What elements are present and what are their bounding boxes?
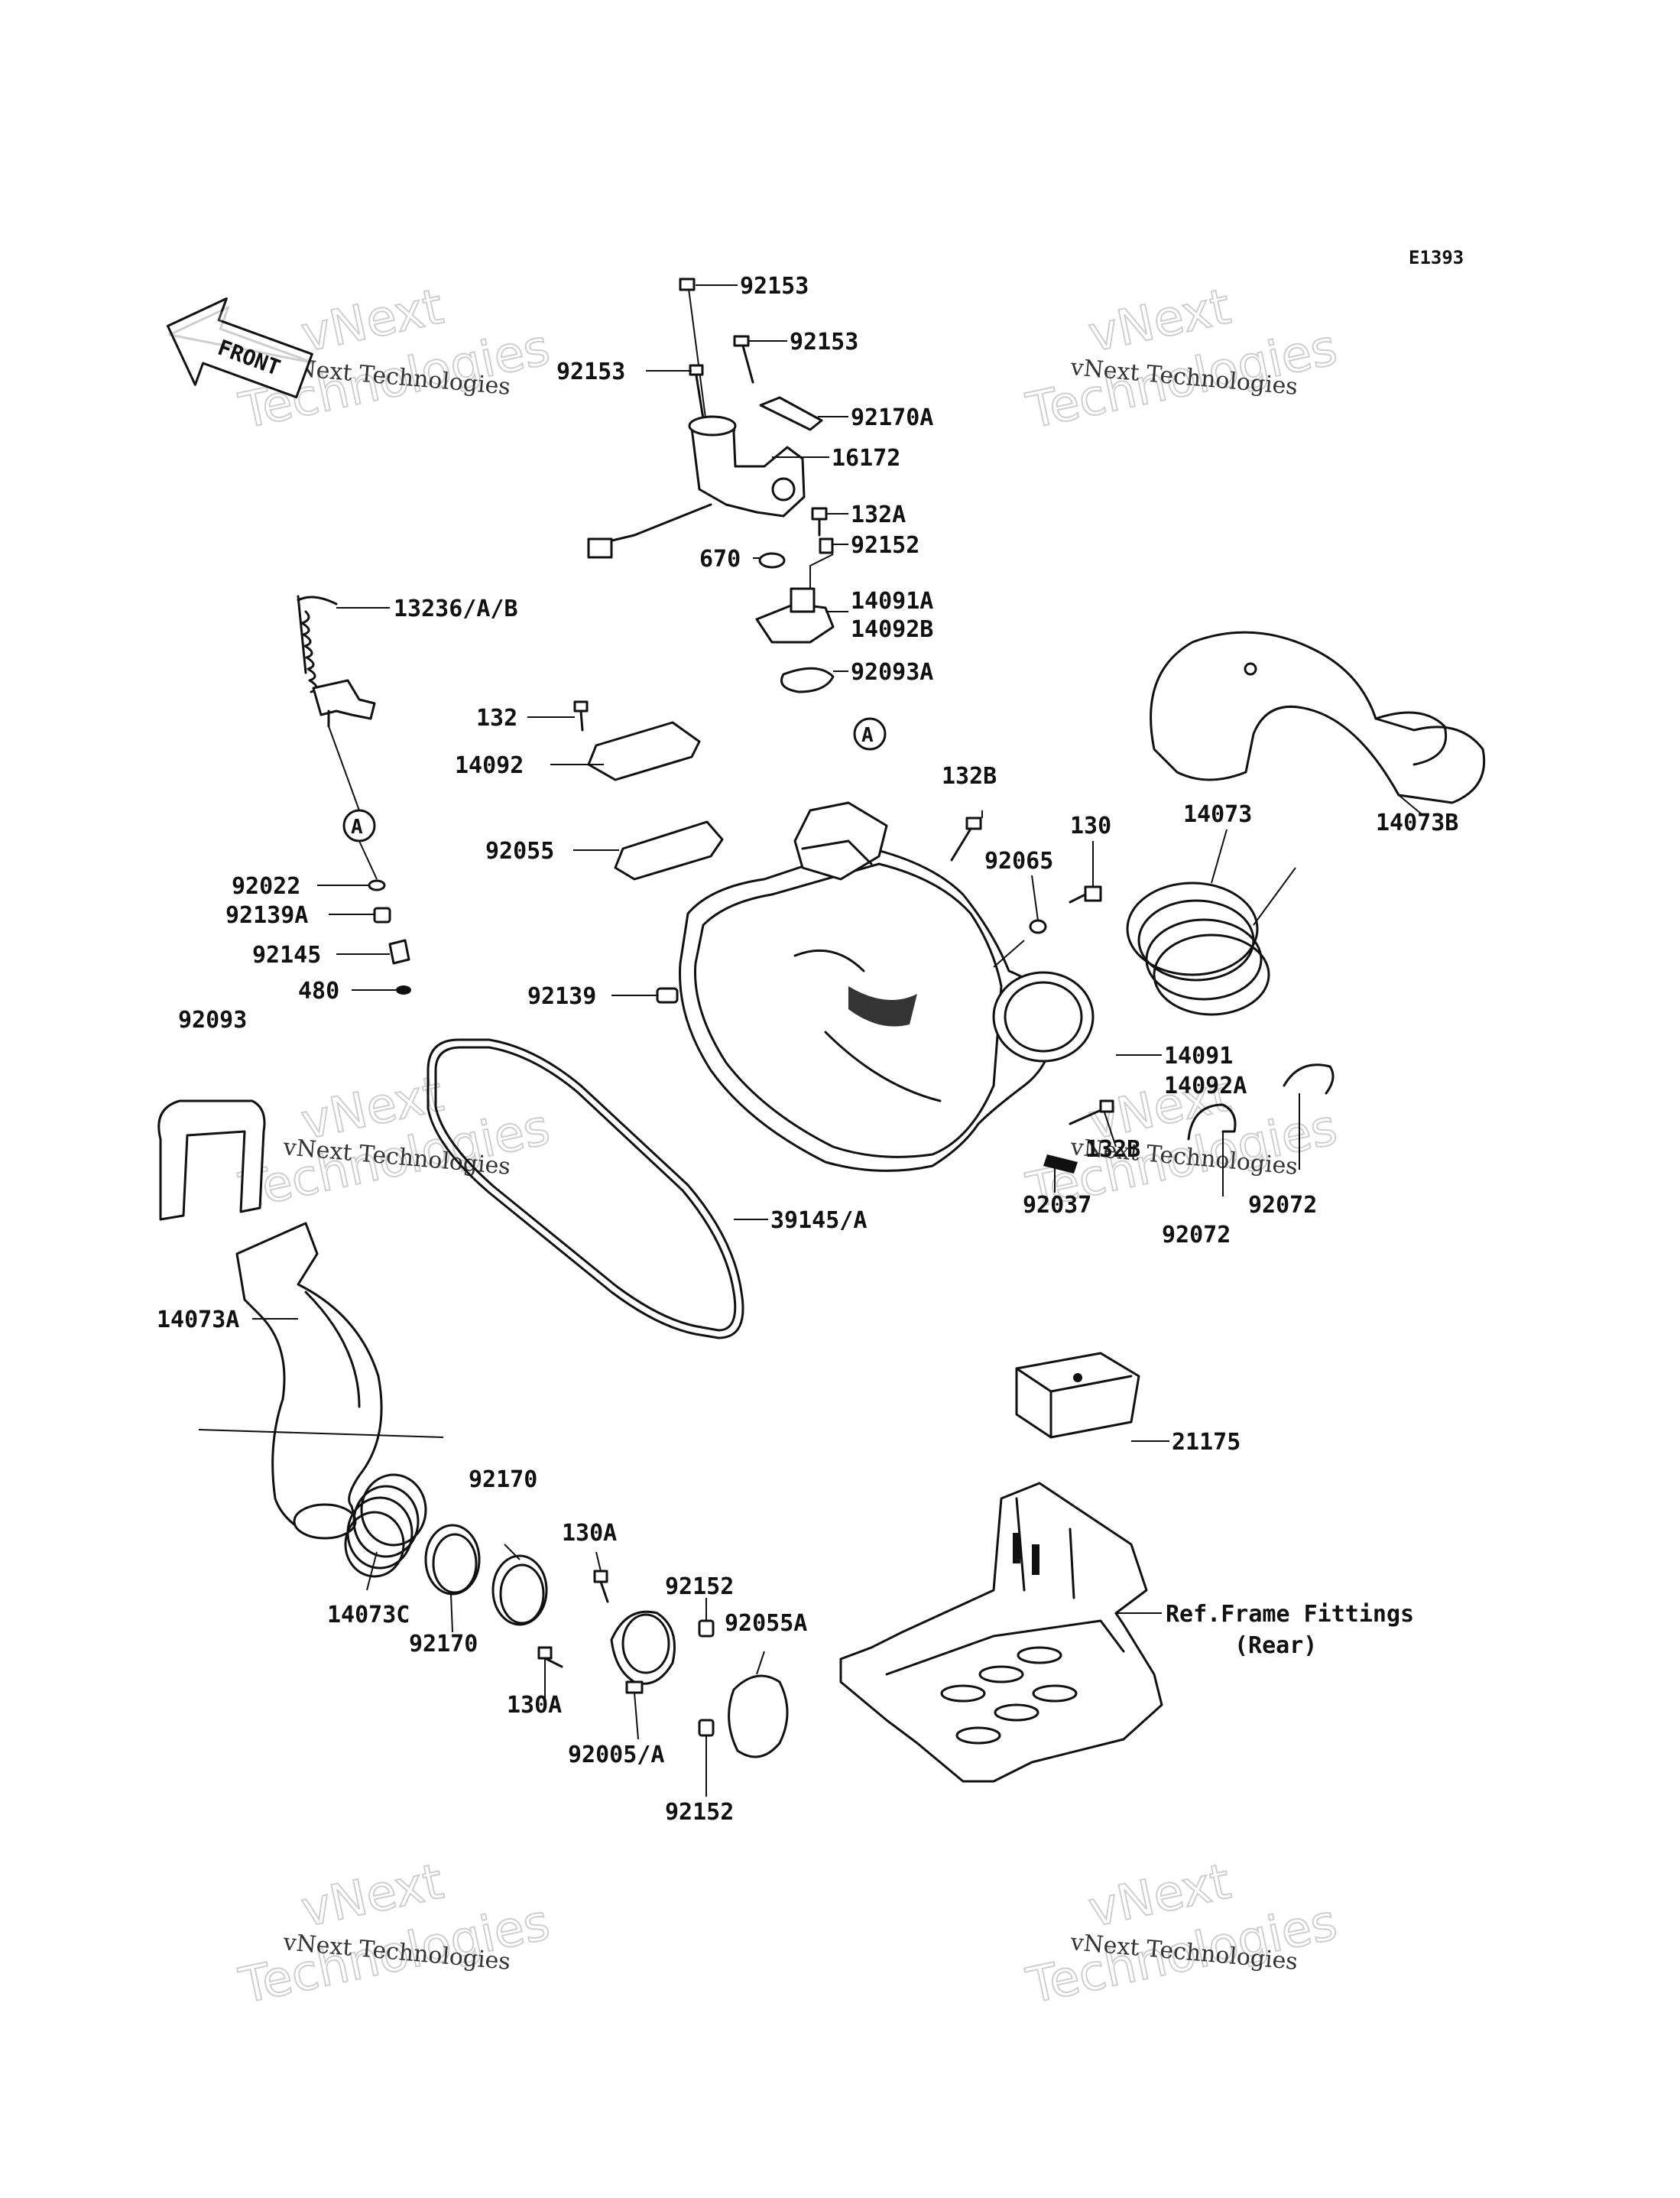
part-label: 92170A <box>851 404 933 431</box>
clip-92072-b <box>1283 1063 1335 1095</box>
leader-lines <box>198 284 1422 1797</box>
boot-14073c <box>344 1473 427 1578</box>
part-label: 14073C <box>327 1602 410 1628</box>
part-label: 92072 <box>1248 1192 1317 1219</box>
bolt-132 <box>573 700 589 732</box>
cover-14091a <box>755 554 835 644</box>
part-label: 130 <box>1070 813 1111 839</box>
ref-marker-a-left: A <box>342 809 376 843</box>
frame-fittings <box>839 1482 1163 1783</box>
washer-92022 <box>368 879 386 891</box>
part-label: 92072 <box>1162 1222 1231 1248</box>
part-label: 670 <box>699 546 741 573</box>
ref-marker-a-top: A <box>853 717 887 751</box>
part-label: 132B <box>942 763 997 790</box>
ref-label-sub: (Rear) <box>1234 1632 1317 1659</box>
part-label: 132A <box>851 502 906 528</box>
part-label: 92145 <box>252 942 321 969</box>
boot-14073 <box>1126 881 1270 1016</box>
part-label: 39145/A <box>770 1207 867 1234</box>
part-label: 92152 <box>665 1573 734 1600</box>
circlip-480 <box>396 985 411 995</box>
watermark-bottom-right: vNext Technologies vNext Technologies <box>1021 1852 1343 2015</box>
part-label: 92093A <box>851 659 933 686</box>
part-label: 92065 <box>984 848 1053 875</box>
part-label: 92055 <box>485 838 554 865</box>
watermark-top-right: vNext Technologies vNext Technologies <box>1021 278 1343 440</box>
part-label: 92005/A <box>568 1742 664 1768</box>
seal-39145 <box>426 1038 744 1339</box>
diagram-code: E1393 <box>1409 247 1464 268</box>
ref-label: Ref.Frame Fittings <box>1166 1601 1414 1628</box>
part-label: 92152 <box>665 1799 734 1826</box>
part-label: 14073A <box>157 1307 239 1333</box>
part-label: 92022 <box>232 873 300 900</box>
part-label: 92139 <box>527 983 596 1010</box>
cover-14092 <box>587 721 701 781</box>
washer-92065 <box>1029 919 1047 934</box>
bolt-130a-upper <box>593 1570 609 1603</box>
fitting-92005 <box>610 1610 676 1694</box>
part-labels: 92153 92153 92153 92170A 16172 132A 670 … <box>157 273 1458 1826</box>
part-label: 21175 <box>1172 1429 1241 1456</box>
part-label: 130A <box>507 1692 562 1719</box>
bolt-130a-lower <box>537 1646 563 1668</box>
part-label: 92170 <box>409 1631 478 1657</box>
part-label: 16172 <box>832 445 900 472</box>
bolt-132a <box>811 507 828 537</box>
part-label: 130A <box>562 1520 617 1547</box>
clip-92072-a <box>1187 1103 1237 1141</box>
gasket-92055 <box>614 820 724 881</box>
bolt-132b-lower <box>1069 1099 1114 1125</box>
part-label: 92153 <box>740 273 809 300</box>
part-label: 14091A <box>851 588 933 615</box>
key-92037 <box>1043 1154 1078 1174</box>
part-label: 92139A <box>225 902 308 929</box>
part-label: 480 <box>298 978 339 1005</box>
clamp-92170-a <box>424 1524 481 1596</box>
bushing-92139a <box>373 907 391 924</box>
o-ring <box>758 552 786 569</box>
ref-marker-label: A <box>861 724 874 747</box>
part-label: 14073B <box>1376 810 1458 836</box>
part-label: 92170 <box>469 1466 537 1493</box>
part-label: 132 <box>476 705 517 732</box>
duct-14073b <box>1150 631 1486 804</box>
gasket-92093 <box>157 1099 266 1221</box>
collar-92152-b <box>698 1719 715 1737</box>
part-label: 14091 <box>1164 1043 1233 1070</box>
part-label: 14092 <box>455 752 524 779</box>
part-label: 92037 <box>1023 1192 1091 1219</box>
converter-cover <box>679 801 1095 1172</box>
part-label: 13236/A/B <box>394 596 518 622</box>
gasket-92055a <box>728 1674 789 1758</box>
duct-14073a <box>235 1222 383 1540</box>
collar-92152 <box>819 537 834 554</box>
bolt-132b-top <box>950 817 982 862</box>
actuator-assembly <box>587 278 823 559</box>
collar-92152-a <box>698 1619 715 1638</box>
grommet-92139 <box>656 987 679 1004</box>
watermark-bottom-left: vNext Technologies vNext Technologies <box>234 1852 556 2015</box>
part-label: 92153 <box>556 359 625 385</box>
part-label: 14092A <box>1164 1073 1247 1099</box>
ref-marker-label: A <box>351 816 363 839</box>
spring-92145 <box>388 939 410 965</box>
shift-rod <box>297 595 376 728</box>
gasket-92093a <box>780 667 835 693</box>
part-label: 92152 <box>851 532 919 559</box>
clamp-92170-b <box>491 1554 548 1626</box>
part-label: 92093 <box>178 1007 247 1034</box>
bolt-130 <box>1069 885 1102 904</box>
part-label: 14073 <box>1183 801 1252 828</box>
part-label: 14092B <box>851 616 933 643</box>
part-label: 132B <box>1085 1136 1140 1163</box>
part-label: 92153 <box>790 329 858 356</box>
module-21175 <box>1015 1352 1140 1439</box>
part-label: 92055A <box>725 1610 807 1637</box>
